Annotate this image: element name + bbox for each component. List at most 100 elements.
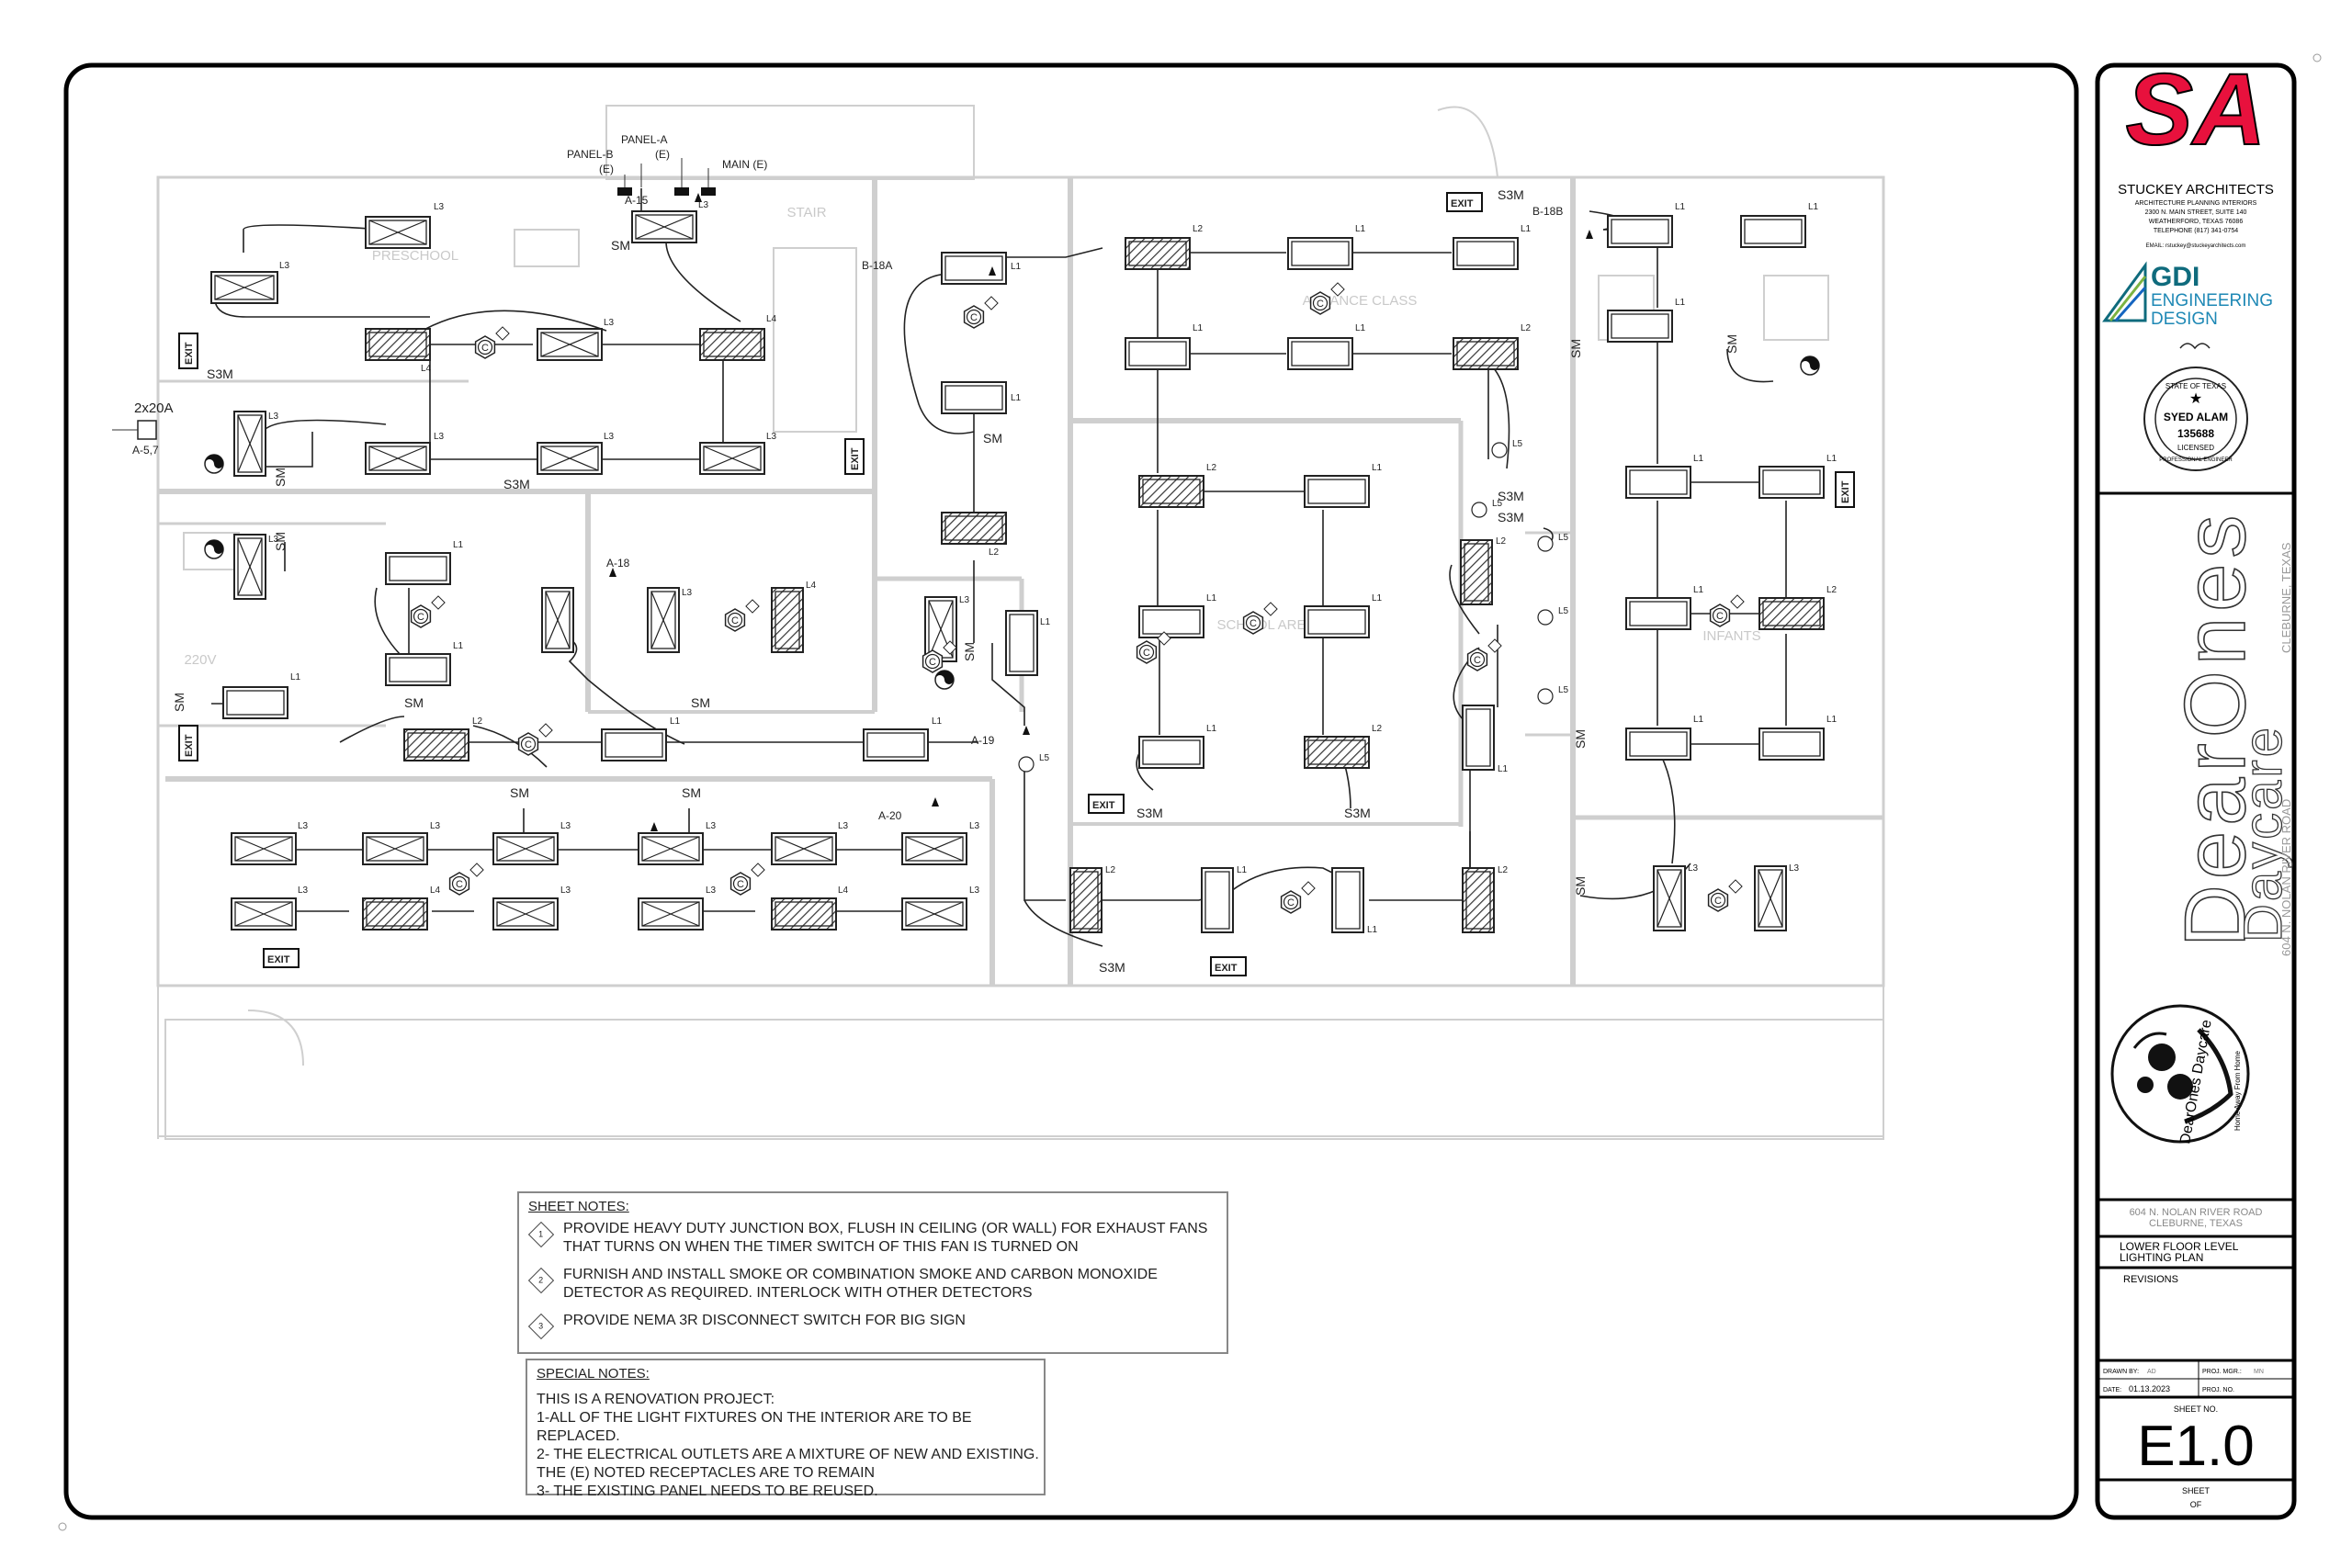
switch-label: S3M: [1498, 187, 1524, 202]
sheet-no-label: SHEET NO.: [2174, 1404, 2218, 1414]
light-fixture: L3: [699, 432, 777, 475]
fixture-type-label: L2: [1105, 865, 1116, 875]
fixture-type-label: L3: [298, 886, 309, 896]
light-fixture: L3: [771, 821, 849, 865]
light-fixture: L1: [941, 252, 1022, 285]
fixture-type-label: L3: [959, 595, 970, 605]
exhaust-fan-icon: [204, 454, 224, 474]
fixture-type-label: L1: [1040, 617, 1051, 627]
fixture-type-label: L5: [1512, 439, 1523, 449]
light-fixture: L1: [385, 540, 464, 585]
light-fixture: L1: [1462, 705, 1509, 774]
fixture-type-label: L2: [1826, 585, 1838, 595]
fixture-type-label: L1: [932, 716, 943, 727]
fixture-type-label: L3: [1688, 863, 1699, 874]
light-switch-icon: S3M: [1099, 960, 1125, 975]
light-switch-icon: SM: [172, 693, 187, 712]
exit-sign-icon: EXIT: [178, 725, 198, 761]
light-switch-icon: SM: [273, 468, 288, 487]
light-fixture: L1: [863, 716, 943, 761]
light-fixture: L1: [385, 641, 464, 686]
circuit-wire: [1449, 564, 1480, 635]
home-run-arrow-icon: [609, 568, 616, 577]
svg-text:GDI: GDI: [2151, 262, 2199, 292]
light-fixture: L1: [1625, 454, 1704, 499]
light-fixture: L1: [1304, 593, 1383, 638]
exit-sign-icon: EXIT: [1210, 956, 1247, 976]
fixture-type-label: L1: [1372, 593, 1383, 604]
light-fixture: L1: [1287, 323, 1366, 370]
light-fixture: L1: [1125, 323, 1204, 370]
fixture-type-label: L3: [1789, 863, 1800, 874]
special-notes-box: SPECIAL NOTES: THIS IS A RENOVATION PROJ…: [526, 1359, 1046, 1499]
fixture-type-label: L1: [1011, 393, 1022, 403]
circuit-wiring: [211, 188, 1787, 947]
smoke-detector-letter: C: [1143, 648, 1150, 659]
fixture-type-label: L1: [1826, 454, 1838, 464]
of-label: OF: [2190, 1500, 2202, 1509]
fixture-type-label: L5: [1039, 753, 1050, 763]
fixture-type-label: L1: [1675, 202, 1686, 212]
circuit-wire: [1657, 748, 1676, 864]
light-switch-icon: S3M: [1136, 806, 1163, 820]
round-light-fixture: L5: [1471, 499, 1503, 518]
round-light-fixture: L5: [1018, 753, 1050, 773]
switch-label: SM: [172, 693, 187, 712]
smoke-detector-letter: C: [1317, 299, 1324, 310]
smoke-detector-icon: C: [474, 326, 510, 359]
light-fixture: L3: [231, 821, 309, 865]
light-fixture: L1: [1607, 298, 1686, 343]
fixture-type-label: L5: [1558, 533, 1569, 543]
exit-sign-icon: EXIT: [1088, 794, 1125, 814]
sheet-label: SHEET: [2182, 1486, 2211, 1495]
fixture-type-label: L3: [969, 886, 980, 896]
daycare-logo: DearOnes Daycare Home Away From Home: [2110, 1004, 2250, 1145]
firm-address: 2300 N. MAIN STREET, SUITE 140: [2145, 209, 2247, 216]
fixture-type-label: L3: [268, 535, 279, 545]
switch-label: S3M: [503, 477, 530, 491]
engineer-seal: STATE OF TEXAS ★ SYED ALAM 135688 LICENS…: [2143, 343, 2248, 471]
smoke-detector-icon: C: [1709, 594, 1745, 627]
light-fixture: L2: [1138, 463, 1217, 508]
switch-label: SM: [1573, 876, 1588, 896]
light-fixture: [541, 587, 574, 653]
fixture-type-label: L1: [1206, 724, 1217, 734]
home-run-a19: A-19: [971, 734, 995, 747]
revisions-label: REVISIONS: [2123, 1274, 2178, 1285]
svg-text:SA: SA: [2126, 65, 2267, 166]
fixture-type-label: L1: [1355, 323, 1366, 333]
special-notes-title: SPECIAL NOTES:: [537, 1366, 650, 1382]
light-fixture: L2: [941, 512, 1007, 558]
light-fixture: L3: [631, 200, 709, 243]
round-light-fixture: L5: [1537, 685, 1569, 705]
fixture-type-label: L4: [421, 364, 432, 374]
svg-text:DearOnes: DearOnes: [2166, 510, 2263, 947]
light-fixture: L1: [222, 672, 301, 719]
fixture-type-label: L4: [430, 886, 441, 896]
fixture-type-label: L2: [1521, 323, 1532, 333]
svg-text:CLEBURNE, TEXAS: CLEBURNE, TEXAS: [2279, 542, 2293, 653]
sheet-title-line-2: LIGHTING PLAN: [2120, 1251, 2203, 1264]
smoke-detector-letter: C: [417, 612, 424, 623]
light-fixture: L1: [1740, 202, 1819, 248]
smoke-detector-icon: C: [410, 595, 446, 628]
fixture-type-label: L3: [268, 412, 279, 422]
home-run-arrow-icon: [1586, 230, 1593, 239]
fixture-type-label: L3: [766, 432, 777, 442]
room-label-school-area: SCHOOL AREA: [1217, 617, 1316, 633]
exit-sign-icon: EXIT: [1835, 471, 1855, 508]
switch-label: S3M: [1136, 806, 1163, 820]
home-run-arrow-icon: [989, 266, 996, 276]
light-fixture: L1: [941, 381, 1022, 414]
special-note-line: THIS IS A RENOVATION PROJECT:: [537, 1392, 775, 1407]
smoke-detector-icon: C: [1707, 879, 1743, 912]
panel-b-label: PANEL-B: [567, 148, 613, 161]
address-line-1: 604 N. NOLAN RIVER ROAD: [2130, 1207, 2263, 1218]
light-fixture: L3: [492, 886, 571, 931]
light-fixture: L3: [1754, 863, 1800, 931]
